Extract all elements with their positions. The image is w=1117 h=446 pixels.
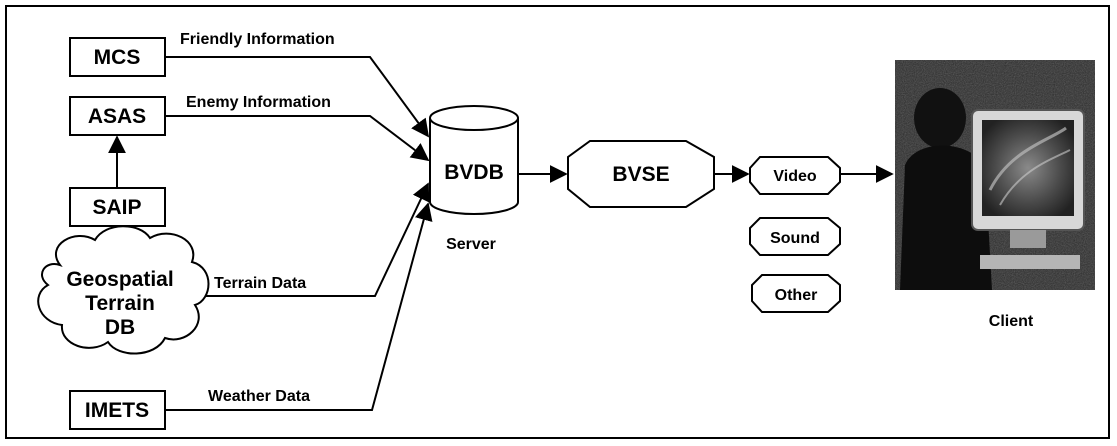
other-label: Other bbox=[775, 287, 818, 304]
enemy-info-label: Enemy Information bbox=[186, 94, 331, 111]
mcs-label: MCS bbox=[94, 46, 141, 69]
client-photo bbox=[895, 60, 1095, 290]
saip-label: SAIP bbox=[92, 196, 141, 219]
geospatial-label-line1: Geospatial bbox=[66, 268, 173, 291]
enemy-info-arrow bbox=[165, 115, 430, 162]
imets-box: IMETS bbox=[69, 390, 166, 430]
server-caption: Server bbox=[446, 236, 496, 253]
terrain-data-arrow bbox=[206, 182, 430, 297]
weather-data-arrow bbox=[165, 202, 433, 411]
sound-output: Sound bbox=[749, 217, 841, 256]
terrain-data-label: Terrain Data bbox=[214, 275, 306, 292]
geospatial-label-line2: Terrain bbox=[85, 292, 155, 315]
asas-label: ASAS bbox=[88, 105, 146, 128]
geospatial-label-line3: DB bbox=[105, 316, 135, 339]
bvdb-label: BVDB bbox=[444, 161, 504, 184]
video-output: Video bbox=[749, 156, 841, 195]
friendly-info-arrow bbox=[165, 56, 430, 138]
geospatial-cloud: Geospatial Terrain DB bbox=[37, 225, 210, 355]
mcs-box: MCS bbox=[69, 37, 166, 77]
imets-label: IMETS bbox=[85, 399, 149, 422]
asas-box: ASAS bbox=[69, 96, 166, 136]
saip-box: SAIP bbox=[69, 187, 166, 227]
sound-label: Sound bbox=[770, 230, 820, 247]
video-label: Video bbox=[773, 168, 817, 185]
diagram-frame bbox=[5, 5, 1110, 439]
bvdb-database: BVDB bbox=[429, 105, 519, 215]
weather-data-label: Weather Data bbox=[208, 388, 310, 405]
bvse-engine: BVSE bbox=[567, 140, 715, 208]
bvse-label: BVSE bbox=[612, 163, 669, 186]
client-caption: Client bbox=[989, 313, 1034, 330]
friendly-info-label: Friendly Information bbox=[180, 31, 335, 48]
other-output: Other bbox=[751, 274, 841, 313]
